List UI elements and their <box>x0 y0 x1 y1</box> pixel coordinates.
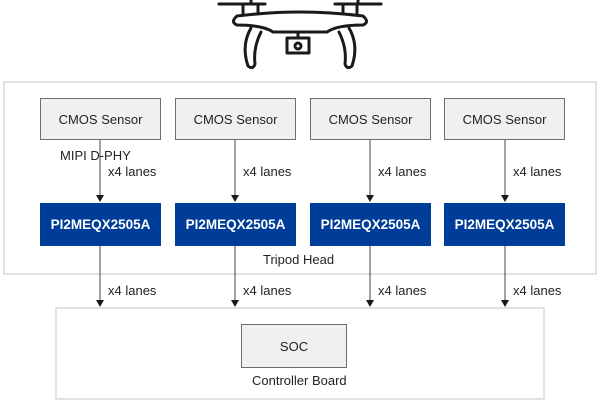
tripod-head-label: Tripod Head <box>263 252 335 267</box>
link-label-2: x4 lanes <box>243 164 292 179</box>
arrowhead <box>501 300 509 307</box>
controller-board-label: Controller Board <box>252 373 347 388</box>
arrowhead <box>231 195 239 202</box>
output-label-2: x4 lanes <box>243 283 292 298</box>
link-label-4: x4 lanes <box>513 164 562 179</box>
arrowhead <box>501 195 509 202</box>
redriver-chip-4: PI2MEQX2505A <box>444 203 565 246</box>
arrowhead <box>96 195 104 202</box>
output-label-1: x4 lanes <box>108 283 157 298</box>
cmos-sensor-2: CMOS Sensor <box>175 98 296 140</box>
cmos-sensor-1: CMOS Sensor <box>40 98 161 140</box>
drone-icon <box>217 0 383 70</box>
output-label-4: x4 lanes <box>513 283 562 298</box>
controller-board-group <box>55 307 545 400</box>
redriver-chip-2: PI2MEQX2505A <box>175 203 296 246</box>
arrowhead <box>366 195 374 202</box>
soc-block: SOC <box>241 324 347 368</box>
arrowhead <box>96 300 104 307</box>
interface-label: MIPI D-PHY <box>60 148 131 163</box>
cmos-sensor-3: CMOS Sensor <box>310 98 431 140</box>
link-label-3: x4 lanes <box>378 164 427 179</box>
redriver-chip-1: PI2MEQX2505A <box>40 203 161 246</box>
arrowhead <box>366 300 374 307</box>
output-label-3: x4 lanes <box>378 283 427 298</box>
cmos-sensor-4: CMOS Sensor <box>444 98 565 140</box>
redriver-chip-3: PI2MEQX2505A <box>310 203 431 246</box>
arrowhead <box>231 300 239 307</box>
link-label-1: x4 lanes <box>108 164 157 179</box>
